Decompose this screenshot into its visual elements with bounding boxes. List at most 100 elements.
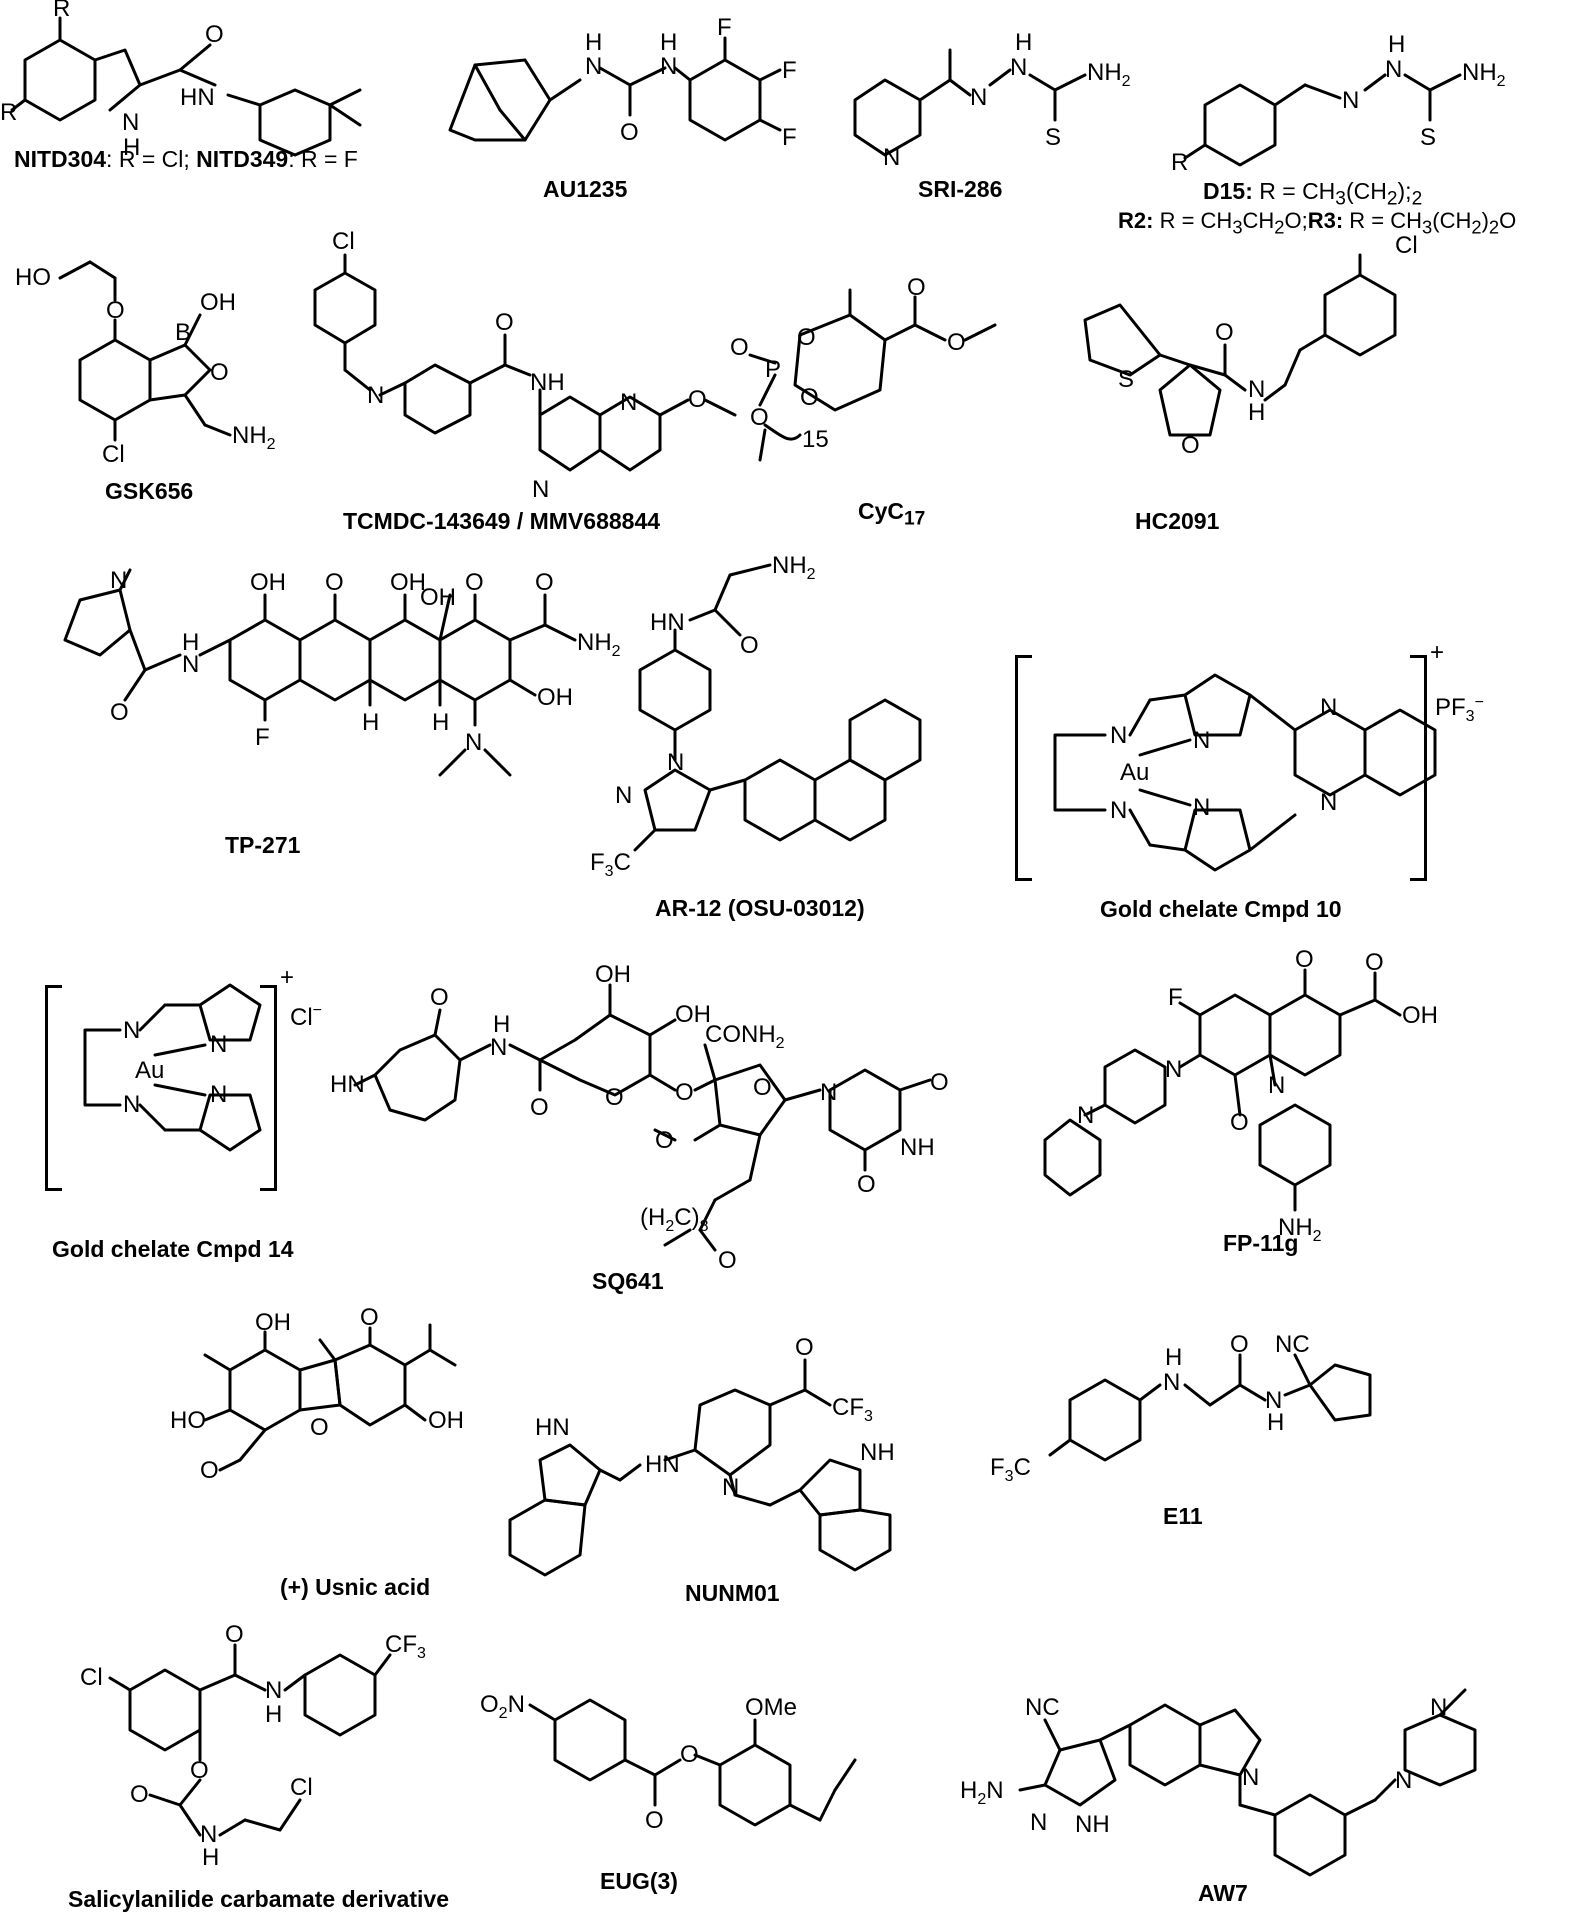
atom-o: O bbox=[1215, 319, 1234, 346]
structure-gsk656: HO O OH B O Cl NH2 bbox=[15, 260, 276, 468]
atom-s: S bbox=[1420, 124, 1436, 151]
label-aw7: AW7 bbox=[1198, 1880, 1248, 1906]
bond bbox=[1428, 73, 1462, 92]
bond bbox=[148, 343, 212, 402]
bond-ring bbox=[1183, 673, 1252, 737]
bond-ring bbox=[1273, 1793, 1347, 1877]
bond bbox=[728, 563, 772, 577]
bond bbox=[1233, 1073, 1242, 1117]
atom-au: Au bbox=[135, 1057, 164, 1084]
bond bbox=[1273, 83, 1307, 107]
bracket-right bbox=[1410, 655, 1427, 881]
atom-o: O bbox=[200, 1457, 219, 1484]
bond bbox=[508, 678, 537, 697]
bond-ring bbox=[198, 1093, 262, 1152]
bond bbox=[203, 1408, 232, 1422]
atom-n: N bbox=[620, 389, 637, 416]
atom-o: O bbox=[1365, 949, 1384, 976]
bond-ring bbox=[1363, 708, 1437, 797]
bond bbox=[128, 628, 147, 672]
bond bbox=[693, 1753, 722, 1767]
bond bbox=[508, 1043, 542, 1062]
atom-h2n: H2N bbox=[960, 1777, 1004, 1808]
bond bbox=[373, 1653, 392, 1677]
bond bbox=[278, 1798, 302, 1832]
bond-chain bbox=[763, 423, 802, 441]
bond bbox=[898, 1078, 932, 1092]
bond bbox=[183, 393, 207, 427]
bond bbox=[708, 778, 747, 792]
bond bbox=[1238, 1383, 1267, 1402]
atom-oh: OH bbox=[420, 584, 456, 611]
atom-o: O bbox=[947, 329, 966, 356]
atom-n: N bbox=[200, 1821, 217, 1848]
bond bbox=[218, 1458, 242, 1472]
atom-o: O bbox=[740, 632, 759, 659]
structure-ar12: NH2 HN O N N F3C bbox=[590, 552, 922, 880]
atom-f: F bbox=[782, 57, 797, 84]
atom-n: N bbox=[265, 1677, 282, 1704]
atom-o: O bbox=[857, 1171, 876, 1198]
structure-d15: R N H N NH2 S bbox=[1171, 31, 1506, 176]
atom-o2n: O2N bbox=[480, 1691, 525, 1722]
bond bbox=[693, 1078, 717, 1092]
label-gsk656: GSK656 bbox=[105, 478, 194, 504]
atom-n: N bbox=[1342, 87, 1359, 114]
bond bbox=[528, 1703, 557, 1722]
bond-ring bbox=[298, 1358, 342, 1412]
label-eug3: EUG(3) bbox=[600, 1868, 678, 1894]
atom-f3c: F3C bbox=[990, 1454, 1031, 1485]
atom-r: R bbox=[1171, 149, 1188, 176]
bond-ring bbox=[1043, 1738, 1117, 1807]
label-salicylanilide: Salicylanilide carbamate derivative bbox=[68, 1886, 449, 1912]
atom-cl: Cl bbox=[102, 441, 125, 468]
bond bbox=[1053, 73, 1087, 92]
bond bbox=[328, 103, 362, 127]
label-sq641: SQ641 bbox=[592, 1268, 664, 1294]
atom-o: O bbox=[605, 1084, 624, 1111]
label-hc2091: HC2091 bbox=[1135, 508, 1220, 534]
bond bbox=[1148, 843, 1187, 852]
bond bbox=[1178, 1053, 1202, 1069]
bond bbox=[203, 1353, 232, 1372]
atom-o: O bbox=[465, 569, 484, 596]
atom-o: O bbox=[800, 384, 819, 411]
structure-eug3: O2N O O OMe bbox=[480, 1691, 857, 1834]
atom-n: N bbox=[722, 1474, 739, 1501]
atom-oh: OH bbox=[428, 1407, 464, 1434]
atom-f3c: F3C bbox=[590, 849, 631, 880]
bond bbox=[673, 66, 692, 82]
bond bbox=[1338, 998, 1377, 1017]
bond bbox=[438, 593, 452, 642]
bond-ring bbox=[828, 1068, 902, 1152]
atom-o: O bbox=[325, 569, 344, 596]
atom-hn: HN bbox=[645, 1451, 680, 1478]
bond-ring bbox=[713, 1063, 787, 1137]
atom-h2c: (H2C)8 bbox=[640, 1204, 709, 1235]
bond bbox=[663, 1448, 697, 1462]
bond bbox=[733, 1493, 772, 1507]
bond bbox=[963, 323, 997, 342]
atom-hn: HN bbox=[535, 1414, 570, 1441]
atom-n: N bbox=[1163, 1369, 1180, 1396]
atom-n: N bbox=[1010, 54, 1027, 81]
atom-nh: NH bbox=[900, 1134, 935, 1161]
bond-ring bbox=[1403, 1713, 1477, 1787]
bond bbox=[108, 1676, 132, 1692]
atom-o: O bbox=[106, 297, 125, 324]
bond bbox=[483, 748, 512, 777]
atom-oh: OH bbox=[537, 684, 573, 711]
atom-o: O bbox=[110, 699, 129, 726]
bond-ring bbox=[638, 648, 712, 732]
bracket-right bbox=[260, 985, 277, 1191]
bond bbox=[403, 1403, 427, 1422]
atom-o: O bbox=[430, 984, 449, 1011]
atom-n: N bbox=[1268, 1072, 1285, 1099]
bond bbox=[318, 1338, 337, 1362]
bond bbox=[803, 1388, 832, 1407]
bond bbox=[783, 1088, 822, 1102]
bond bbox=[1148, 693, 1187, 702]
atom-n: N bbox=[1248, 376, 1265, 403]
atom-nh: NH bbox=[860, 1439, 895, 1466]
atom-nh2: NH2 bbox=[232, 422, 276, 453]
